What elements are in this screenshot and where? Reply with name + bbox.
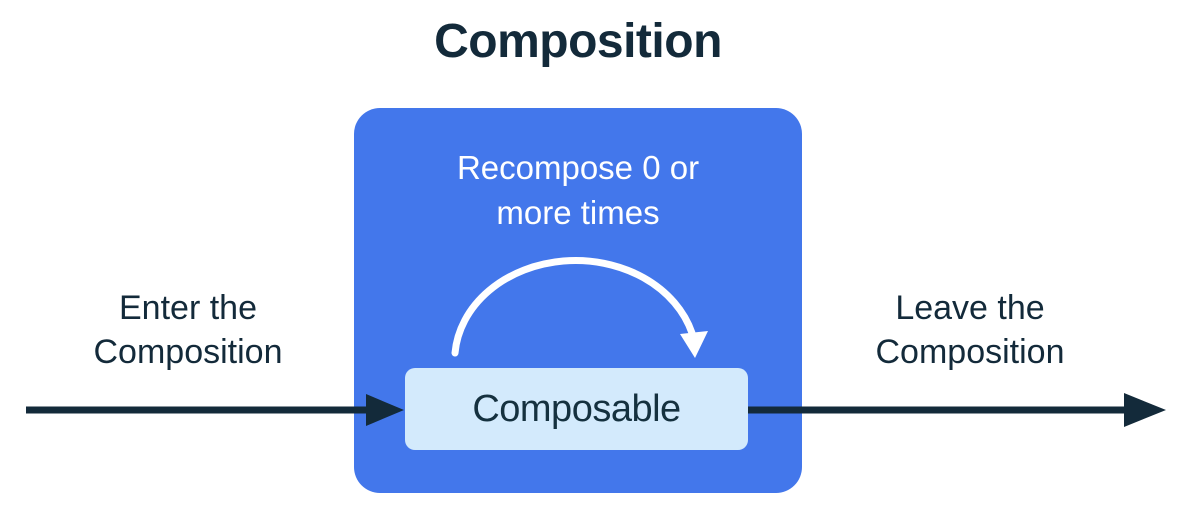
recompose-label: Recompose 0 or more times xyxy=(354,145,802,235)
recompose-label-line-2: more times xyxy=(496,194,660,231)
enter-label-line-1: Enter the xyxy=(119,289,257,327)
composable-box: Composable xyxy=(405,368,748,450)
leave-label-line-2: Composition xyxy=(875,333,1065,371)
composable-label: Composable xyxy=(472,387,681,430)
leave-arrow-head-icon xyxy=(1124,393,1166,427)
enter-label-line-2: Composition xyxy=(93,333,283,371)
recompose-label-line-1: Recompose 0 or xyxy=(456,149,700,186)
diagram-title: Composition xyxy=(434,15,722,68)
leave-label-line-1: Leave the xyxy=(895,289,1045,327)
leave-composition-label: Leave the Composition xyxy=(820,286,1120,374)
enter-composition-label: Enter the Composition xyxy=(38,286,338,374)
